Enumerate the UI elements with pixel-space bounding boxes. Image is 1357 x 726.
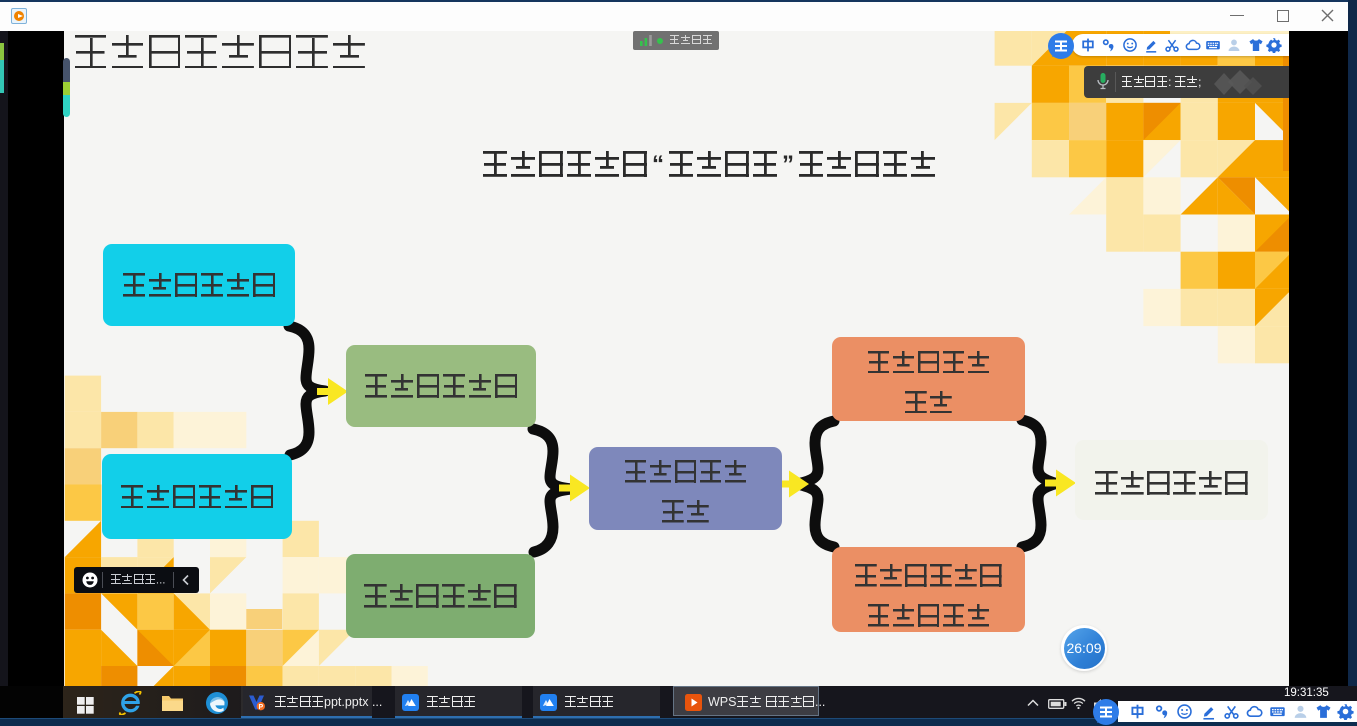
svg-text:P: P [258, 704, 263, 711]
